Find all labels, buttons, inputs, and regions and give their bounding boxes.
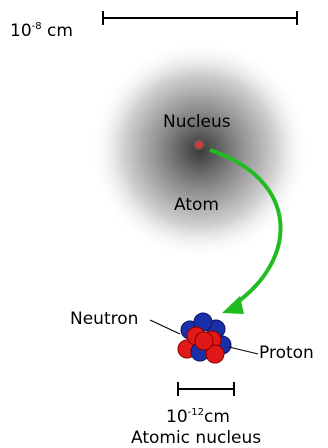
bottom-scale-exponent: -12 [187,407,204,418]
nucleus-label: Nucleus [163,112,231,132]
neutron-label: Neutron [70,309,139,329]
proton-leader-line [228,346,259,355]
top-scale-label: 10-8 cm [10,22,73,40]
nucleus-dot-core [196,142,202,148]
proton-label: Proton [259,343,314,363]
enlarged-nucleus [177,312,232,364]
top-scale-bar [102,11,298,25]
atom-label: Atom [174,195,219,215]
atomic-nucleus-caption: Atomic nucleus [131,428,262,448]
bottom-scale-unit: cm [203,407,230,427]
top-scale-base: 10 [10,21,32,41]
top-scale-exponent: -8 [31,21,42,32]
top-scale-unit: cm [47,21,73,41]
zoom-arrow [209,148,283,308]
bottom-scale-label: 10-12cm [166,408,230,426]
neutron-leader-line [149,319,181,335]
bottom-scale-bar [177,382,235,396]
bottom-scale-base: 10 [166,407,188,427]
zoom-arrow-head [222,296,244,314]
